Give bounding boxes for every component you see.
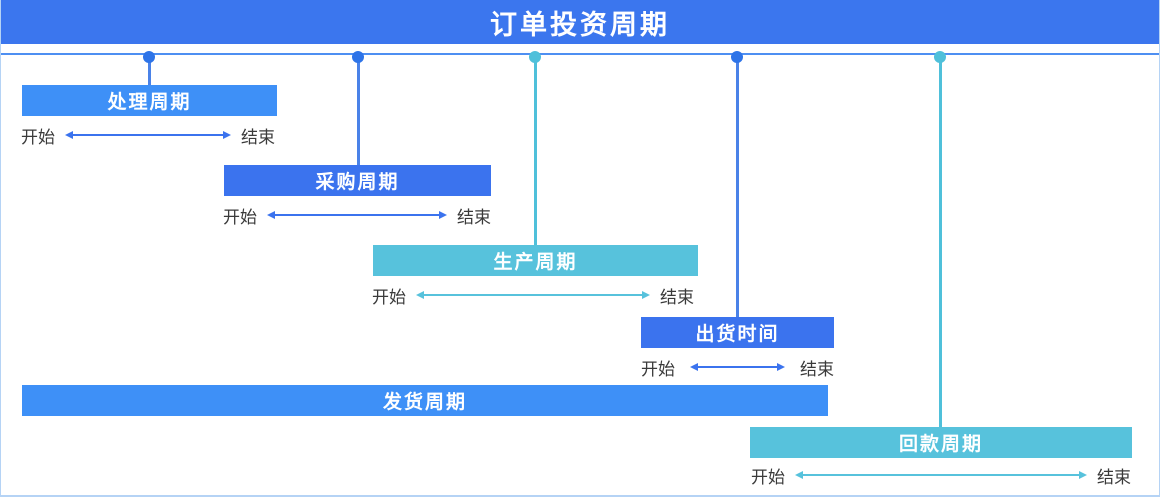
bar-shipment-time: 出货时间: [641, 317, 834, 348]
bar-label: 采购周期: [315, 172, 400, 193]
timeline-dot-procurement-icon: [352, 51, 364, 63]
arrow-left-head-icon: [795, 471, 803, 479]
double-arrow-icon: [690, 363, 785, 371]
bar-label: 出货时间: [695, 324, 780, 345]
bar-processing-cycle: 处理周期: [22, 85, 277, 116]
bar-label: 处理周期: [107, 92, 192, 113]
range-production-cycle: 开始 结束: [372, 284, 694, 307]
double-arrow-icon: [416, 291, 650, 299]
start-label: 开始: [223, 207, 257, 227]
bar-label: 生产周期: [493, 252, 578, 273]
arrow-shaft: [73, 134, 223, 136]
bar-procurement-cycle: 采购周期: [224, 165, 491, 196]
end-label: 结束: [800, 359, 834, 379]
page-title: 订单投资周期: [490, 9, 670, 40]
arrow-left-head-icon: [65, 131, 73, 139]
end-label: 结束: [241, 127, 275, 147]
range-procurement-cycle: 开始 结束: [223, 204, 491, 227]
arrow-shaft: [424, 294, 642, 296]
stem-shipment-time: [736, 57, 739, 317]
bar-label: 回款周期: [898, 434, 983, 455]
arrow-right-head-icon: [777, 363, 785, 371]
arrow-shaft: [275, 214, 439, 216]
range-processing-cycle: 开始 结束: [21, 124, 275, 147]
arrow-right-head-icon: [439, 211, 447, 219]
timeline-dot-shipment-icon: [731, 51, 743, 63]
bar-label: 发货周期: [382, 392, 467, 413]
stem-payment-collection-cycle: [939, 57, 942, 427]
bar-delivery-cycle: 发货周期: [22, 385, 828, 416]
stem-processing-cycle: [148, 57, 151, 85]
arrow-left-head-icon: [690, 363, 698, 371]
stem-production-cycle: [534, 57, 537, 245]
bar-production-cycle: 生产周期: [373, 245, 698, 276]
arrow-left-head-icon: [267, 211, 275, 219]
range-payment-collection-cycle: 开始 结束: [751, 464, 1131, 487]
arrow-right-head-icon: [1079, 471, 1087, 479]
bar-payment-collection-cycle: 回款周期: [750, 427, 1132, 458]
arrow-shaft: [698, 366, 777, 368]
stem-procurement-cycle: [357, 57, 360, 165]
arrow-left-head-icon: [416, 291, 424, 299]
start-label: 开始: [21, 127, 55, 147]
arrow-right-head-icon: [223, 131, 231, 139]
timeline-dot-payment-icon: [934, 51, 946, 63]
timeline-dot-production-icon: [529, 51, 541, 63]
start-label: 开始: [641, 359, 675, 379]
double-arrow-icon: [267, 211, 447, 219]
arrow-right-head-icon: [642, 291, 650, 299]
end-label: 结束: [1097, 467, 1131, 487]
end-label: 结束: [457, 207, 491, 227]
diagram-title-bar: 订单投资周期: [1, 0, 1159, 44]
range-shipment-time: 开始 结束: [641, 356, 834, 379]
end-label: 结束: [660, 287, 694, 307]
start-label: 开始: [751, 467, 785, 487]
timeline-dot-processing-icon: [143, 51, 155, 63]
arrow-shaft: [803, 474, 1079, 476]
double-arrow-icon: [795, 471, 1087, 479]
timeline-axis: [1, 53, 1159, 55]
double-arrow-icon: [65, 131, 231, 139]
start-label: 开始: [372, 287, 406, 307]
